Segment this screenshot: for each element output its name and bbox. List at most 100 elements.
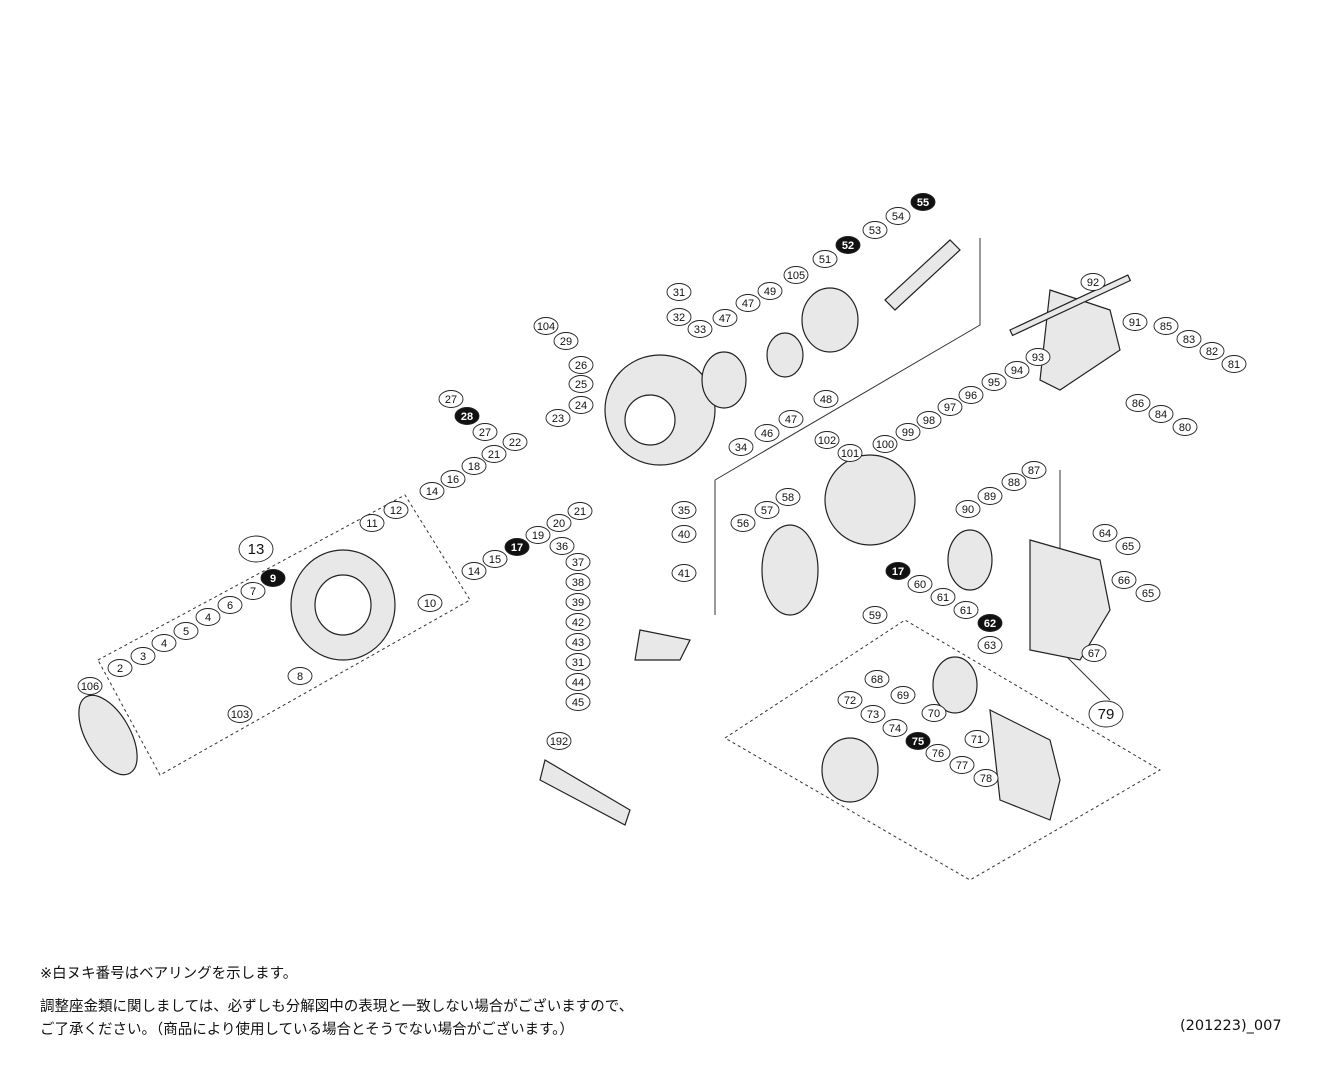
callout-number: 54 (892, 211, 904, 223)
callout-circle (1153, 317, 1179, 335)
callout-number: 71 (971, 734, 983, 746)
callout-circle (260, 569, 286, 587)
callout-circle (837, 444, 863, 462)
callout-circle (671, 525, 697, 543)
callout-number: 29 (560, 336, 572, 348)
callout-circle (775, 488, 801, 506)
part-callout-54: 54 (885, 207, 911, 225)
callout-number: 89 (984, 491, 996, 503)
callout-circle (666, 308, 692, 326)
callout-circle (964, 730, 990, 748)
part-callout-192: 192 (546, 732, 572, 750)
part-callout-87: 87 (1021, 461, 1047, 479)
callout-number: 15 (489, 554, 501, 566)
part-callout-75: 75 (905, 732, 931, 750)
part-callout-17: 17 (885, 562, 911, 580)
part-callout-65: 65 (1115, 537, 1141, 555)
part-callout-36: 36 (549, 537, 575, 555)
part-callout-48: 48 (813, 390, 839, 408)
callout-circle (671, 564, 697, 582)
callout-number: 70 (928, 708, 940, 720)
callout-circle (151, 634, 177, 652)
part-callout-43: 43 (565, 633, 591, 651)
part-callout-53: 53 (862, 221, 888, 239)
callout-number: 47 (719, 313, 731, 325)
callout-number: 78 (980, 773, 992, 785)
bearing-note: ※白ヌキ番号はベアリングを示します。 (40, 966, 298, 982)
callout-circle (565, 573, 591, 591)
callout-number: 60 (914, 579, 926, 591)
part-callout-45: 45 (565, 693, 591, 711)
part-callout-5: 5 (173, 622, 199, 640)
callout-circle (958, 386, 984, 404)
spool-group-box (97, 494, 471, 776)
callout-number: 106 (81, 681, 99, 693)
callout-circle (438, 390, 464, 408)
callout-circle (730, 514, 756, 532)
part-callout-19: 19 (525, 526, 551, 544)
part-callout-27: 27 (472, 423, 498, 441)
part-callout-38: 38 (565, 573, 591, 591)
callout-circle (862, 221, 888, 239)
callout-circle (240, 582, 266, 600)
callout-number: 94 (1011, 365, 1023, 377)
callout-number: 45 (572, 697, 584, 709)
callout-circle (553, 332, 579, 350)
callout-circle (783, 266, 809, 284)
part-callout-31: 31 (565, 653, 591, 671)
callout-number: 47 (785, 414, 797, 426)
callout-circle (949, 756, 975, 774)
callout-number: 7 (250, 586, 256, 598)
part-callout-7: 7 (240, 582, 266, 600)
callout-circle (568, 375, 594, 393)
part-callout-3: 3 (130, 647, 156, 665)
part-callout-105: 105 (783, 266, 809, 284)
part-callout-81: 81 (1221, 355, 1247, 373)
callout-circle (955, 500, 981, 518)
callout-circle (1135, 584, 1161, 602)
callout-circle (1122, 313, 1148, 331)
callout-circle (862, 606, 888, 624)
part-callout-39: 39 (565, 593, 591, 611)
callout-number: 98 (923, 415, 935, 427)
callout-number: 101 (841, 448, 859, 460)
callout-circle (533, 317, 559, 335)
callout-number: 33 (694, 324, 706, 336)
callout-number: 20 (553, 518, 565, 530)
callout-circle (461, 457, 487, 475)
callout-circle (860, 705, 886, 723)
part-callout-67: 67 (1081, 644, 1107, 662)
callout-number: 96 (965, 390, 977, 402)
part-callout-59: 59 (862, 606, 888, 624)
callout-number: 14 (426, 486, 438, 498)
callout-circle (1025, 348, 1051, 366)
part-callout-101: 101 (837, 444, 863, 462)
callout-circle (565, 633, 591, 651)
callout-number: 76 (932, 748, 944, 760)
callout-number: 48 (820, 394, 832, 406)
callout-circle (173, 622, 199, 640)
part-callout-16: 16 (440, 470, 466, 488)
callout-circle (1004, 361, 1030, 379)
part-callout-79: 79 (1088, 700, 1124, 728)
part-callout-99: 99 (895, 423, 921, 441)
callout-number: 9 (270, 573, 276, 585)
callout-circle (461, 562, 487, 580)
foot-rod-part (1009, 274, 1132, 337)
part-callout-37: 37 (565, 553, 591, 571)
callout-number: 93 (1032, 352, 1044, 364)
callout-number: 26 (575, 360, 587, 372)
handle-knob-2-part (821, 737, 879, 803)
callout-number: 52 (842, 240, 854, 252)
part-callout-32: 32 (666, 308, 692, 326)
callout-number: 99 (902, 427, 914, 439)
callout-number: 192 (550, 736, 568, 748)
part-callout-77: 77 (949, 756, 975, 774)
part-callout-92: 92 (1080, 273, 1106, 291)
handle-knob-part (932, 656, 978, 714)
callout-number: 86 (1132, 398, 1144, 410)
callout-circle (910, 193, 936, 211)
callout-number: 16 (447, 474, 459, 486)
body-part (824, 454, 916, 546)
callout-circle (977, 487, 1003, 505)
